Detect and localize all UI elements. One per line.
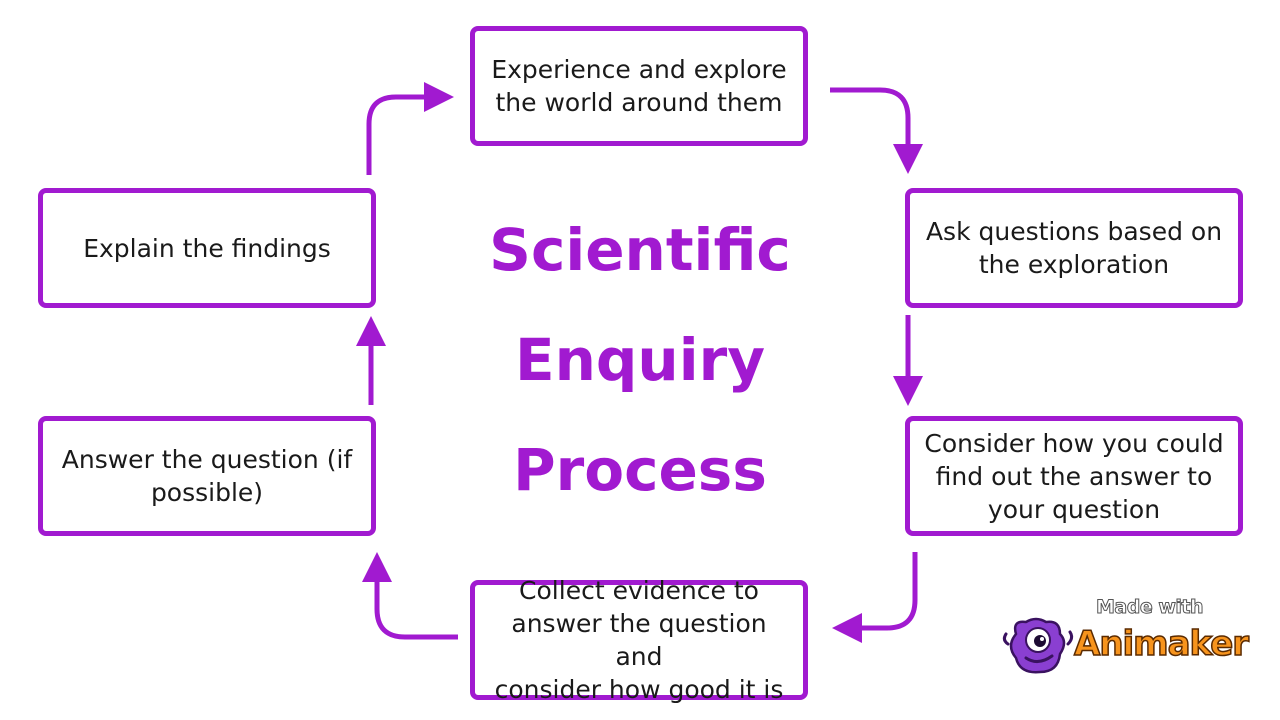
- step-ask-line-1: Ask questions based on: [925, 217, 1223, 246]
- step-collect-line-1: Collect evidence to: [519, 576, 759, 605]
- animaker-mascot-icon: [1002, 617, 1074, 674]
- arrow-explain-to-experience: [366, 82, 454, 175]
- step-ask-line-2: the exploration: [978, 250, 1170, 279]
- arrow-experience-to-ask: [830, 87, 923, 174]
- arrow-consider-to-collect: [832, 552, 918, 643]
- title-line-3: Process: [513, 436, 767, 504]
- step-consider-line-2: find out the answer to: [935, 461, 1213, 491]
- step-experience-line-2: the world around them: [495, 88, 783, 117]
- step-consider-line-1: Consider how you could: [924, 428, 1224, 458]
- step-experience-line-1: Experience and explore: [491, 55, 787, 84]
- step-answer-line-2: possible): [150, 478, 264, 507]
- step-collect-line-2: answer the question and: [511, 609, 767, 671]
- step-collect-box: Collect evidence to answer the question …: [470, 576, 808, 704]
- title-line-2: Enquiry: [514, 326, 765, 394]
- step-experience-box: Experience and explore the world around …: [470, 26, 808, 146]
- step-answer-box: Answer the question (if possible): [38, 416, 376, 536]
- step-collect-line-3: consider how good it is: [494, 675, 784, 704]
- arrow-collect-to-answer: [362, 552, 458, 640]
- step-answer-line-1: Answer the question (if: [61, 445, 353, 474]
- step-ask-box: Ask questions based on the exploration: [905, 188, 1243, 308]
- step-consider-line-3: your question: [987, 494, 1161, 524]
- diagram-title: Scientific Enquiry Process: [420, 195, 860, 525]
- step-explain-line-1: Explain the findings: [83, 233, 331, 263]
- watermark-brand: Animaker: [1073, 623, 1250, 665]
- step-consider-box: Consider how you could find out the answ…: [905, 416, 1243, 536]
- watermark-made-with: Made with: [1095, 596, 1204, 619]
- animaker-watermark: Made with Animaker: [1000, 592, 1250, 682]
- step-explain-box: Explain the findings: [38, 188, 376, 308]
- title-line-1: Scientific: [489, 216, 791, 284]
